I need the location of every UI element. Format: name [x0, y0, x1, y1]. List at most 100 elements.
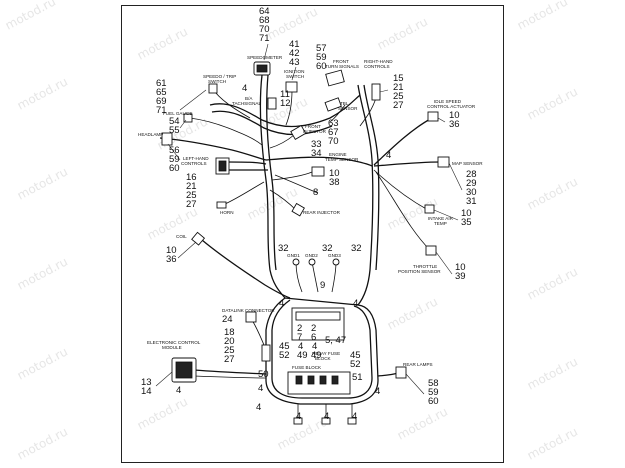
label-right-hand-1: RIGHT-HAND	[364, 59, 393, 64]
fuse-d	[331, 375, 339, 385]
ref-lower-4c: 4	[256, 402, 261, 413]
label-coil: COIL	[176, 234, 187, 239]
leader-speedometer	[263, 43, 269, 61]
gnd3-terminal	[332, 258, 340, 266]
label-fuse-block: FUSE BLOCK	[292, 365, 322, 370]
ref-ground-right: 32	[351, 243, 362, 254]
fuel-gauge-lead	[189, 117, 263, 146]
label-gnd3: GND3	[328, 253, 341, 258]
ref-rear-lamps: 58	[428, 378, 439, 389]
lower-drop-connector-a	[293, 417, 303, 425]
ref-relay-4b: 4	[312, 341, 317, 352]
left-hand-lead	[227, 161, 267, 165]
watermark-text: motod.ru	[15, 254, 70, 292]
watermark-text: motod.ru	[3, 0, 58, 33]
upper-cross-harness-b	[211, 110, 333, 136]
ref-left-stack: 25	[224, 345, 235, 356]
ref-headlamp: 59	[169, 154, 180, 165]
coil-connector	[191, 231, 206, 246]
ref-idle-speed: 10	[449, 110, 460, 121]
leader-lines	[155, 43, 463, 395]
ecm-lead-b	[193, 375, 267, 379]
label-ignition-1: IGNITION	[284, 69, 304, 74]
ref-engine-temp: 10	[329, 168, 340, 179]
ref-speedometer: 68	[259, 15, 270, 26]
harness-wires	[159, 62, 441, 420]
ref-right-hand: 21	[393, 82, 404, 93]
label-rear-lamps: REAR LAMPS	[403, 362, 433, 367]
watermark-text: motod.ru	[525, 174, 580, 212]
label-rear-injector: REAR INJECTOR	[303, 210, 341, 215]
ref-throttle: 10	[455, 262, 466, 273]
ref-lower-4a: 4	[258, 383, 263, 394]
ref-map-sensor: 30	[466, 187, 477, 198]
ref-front-turn: 59	[316, 52, 327, 63]
label-tbl-2: SENSOR	[338, 106, 358, 111]
ref-51: 51	[352, 372, 363, 383]
label-relay-fuse-2: BLOCK	[315, 356, 332, 361]
label-datalink: DATALINK CONNECTOR	[222, 308, 275, 313]
ref-relay-4a: 4	[298, 341, 303, 352]
left-hand-pins	[218, 160, 227, 172]
upper-cross-harness	[209, 94, 361, 128]
label-intake-air-2: TEMP	[434, 221, 447, 226]
map-sensor-connector	[437, 156, 450, 168]
intake-air-connector	[424, 204, 435, 214]
ref-speedometer: 64	[259, 6, 270, 17]
left-stack-connector	[261, 344, 271, 362]
leader-map	[448, 162, 463, 191]
ref-50: 50	[258, 369, 269, 380]
leader-idle	[437, 117, 446, 123]
ref-speedometer: 71	[259, 33, 270, 44]
horn8-lead	[274, 174, 319, 194]
ref-idle-speed: 36	[449, 119, 460, 130]
component-labels: SPEEDOMETER SPEEDO / TRIP SWITCH IGNITIO…	[138, 55, 483, 370]
ref-coil: 10	[166, 245, 177, 256]
gnd2-terminal	[308, 258, 316, 266]
gnd2-lead	[311, 261, 319, 293]
lower-harness-loop	[265, 297, 379, 405]
ref-fuel-gauge: 55	[169, 125, 180, 136]
label-relay-fuse-1: RELAY FUSE	[312, 351, 340, 356]
watermark-text: motod.ru	[375, 14, 430, 52]
fuse-a	[295, 375, 303, 385]
front-injector-connector	[290, 124, 307, 140]
rear-lamp-lead	[377, 372, 399, 377]
leader-rear-lamps	[405, 373, 425, 395]
leader-headlamp	[167, 143, 181, 161]
ref-headlamp: 60	[169, 163, 180, 174]
ref-front-turn: 57	[316, 43, 327, 54]
fuse-b	[307, 375, 315, 385]
label-intake-air-1: INTAKE AIR	[428, 216, 454, 221]
ref-right-hand: 15	[393, 73, 404, 84]
front-injector-lead	[269, 134, 295, 149]
ref-front-injector: 34	[311, 148, 322, 159]
rear-injector-connector	[291, 202, 305, 217]
label-horn: HORN	[220, 210, 234, 215]
ref-map-sensor: 28	[466, 169, 477, 180]
speedtrip-connector	[208, 83, 218, 94]
label-idle-speed-1: IDLE SPEED	[434, 99, 462, 104]
engine-temp-lead	[271, 171, 313, 181]
lower-drop-connector-b	[321, 417, 331, 425]
watermark-text: motod.ru	[515, 0, 570, 33]
coil-lead	[201, 239, 291, 299]
label-bas-2: TACHSIGNAL	[232, 101, 261, 106]
ref-ignition: 42	[289, 48, 300, 59]
ref-ground-mid: 32	[322, 243, 333, 254]
label-gnd2: GND2	[305, 253, 318, 258]
ref-throttle: 39	[455, 271, 466, 282]
label-tbl-1: TBL	[340, 101, 349, 106]
headlamp-connector	[161, 132, 173, 146]
label-engine-temp-2: TEMP SENSOR	[325, 157, 359, 162]
components	[161, 61, 450, 425]
label-map-sensor: MAP SENSOR	[452, 161, 483, 166]
fuse-c	[319, 375, 327, 385]
ref-left-stack: 27	[224, 354, 235, 365]
label-throttle-1: THROTTLE	[413, 264, 437, 269]
ref-left-hand: 25	[186, 190, 197, 201]
ref-speedometer: 70	[259, 24, 270, 35]
ref-horn: 8	[313, 187, 318, 198]
tbl-connector	[324, 97, 342, 112]
ref-harness-4-left: 4	[279, 298, 284, 309]
